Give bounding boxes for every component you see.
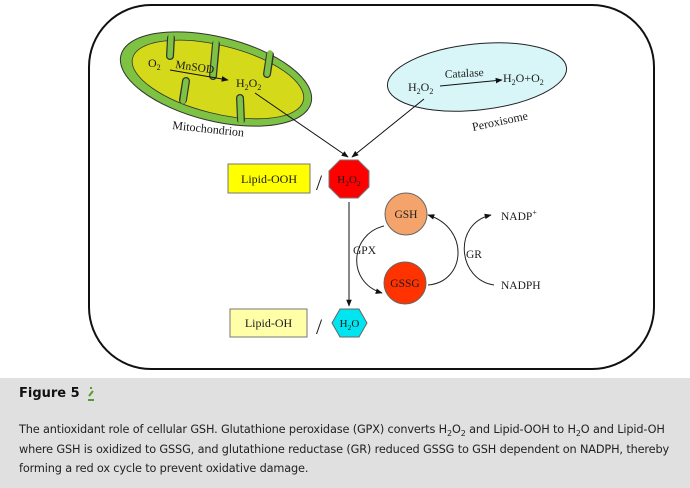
figure-caption-panel: The antioxidant role of cellular GSH. Gl… [0,410,690,488]
catalase-arrow [439,77,503,87]
download-slideshow-icon[interactable] [87,386,95,402]
figure-header-bar: Figure 5 [0,378,690,411]
catalase-label: Catalase [445,67,485,81]
gsh-node [384,192,428,236]
gpx-arc [356,225,385,294]
peroxisome [386,42,568,112]
perox-to-h2o2-arrow [351,98,425,158]
lipid-oh-label: Lipid-OH [245,316,293,330]
mito-to-h2o2-arrow [254,92,349,158]
mito-o2-label: O2 [148,56,161,72]
h2o-hexagon [331,308,368,338]
mnsod-arrow [169,69,229,82]
figure-label: Figure 5 [19,386,80,401]
slash-separator-top: / [316,170,323,195]
nadph-label: NADPH [501,280,541,292]
gssg-node [383,261,427,305]
gr-arc [427,214,459,286]
gpx-label: GPX [353,245,377,257]
figure-caption: The antioxidant role of cellular GSH. Gl… [19,423,670,475]
h2o2-octagon [328,159,370,199]
catalase-product-label: H2O+O2 [503,71,544,87]
gssg-label: GSSG [390,278,419,290]
perox-h2o2-label: H2O2 [408,80,433,96]
lipid-ooh-box [227,163,311,194]
lipid-oh-box [229,308,308,338]
mitochondrion-cristae-fill [167,33,273,125]
lipid-ooh-label: Lipid-OOH [241,172,297,186]
h2o2-node-label: H2O2 [337,174,361,188]
gr-label: GR [466,249,482,261]
h2o-node-label: H2O [340,318,360,332]
mito-h2o2-label: H2O2 [236,76,261,92]
mitochondrion-matrix [131,39,305,120]
gsh-antioxidant-diagram: O2 MnSOD H2O2 Mitochondrion H2O2 Catalas… [88,4,655,370]
nadp-plus-label: NADP+ [501,208,537,223]
slash-separator-bottom: / [316,314,323,339]
nadph-to-nadp-arc [463,213,495,286]
peroxisome-label: Peroxisome [471,108,529,133]
cell-boundary [88,4,655,370]
gsh-label: GSH [394,209,417,221]
